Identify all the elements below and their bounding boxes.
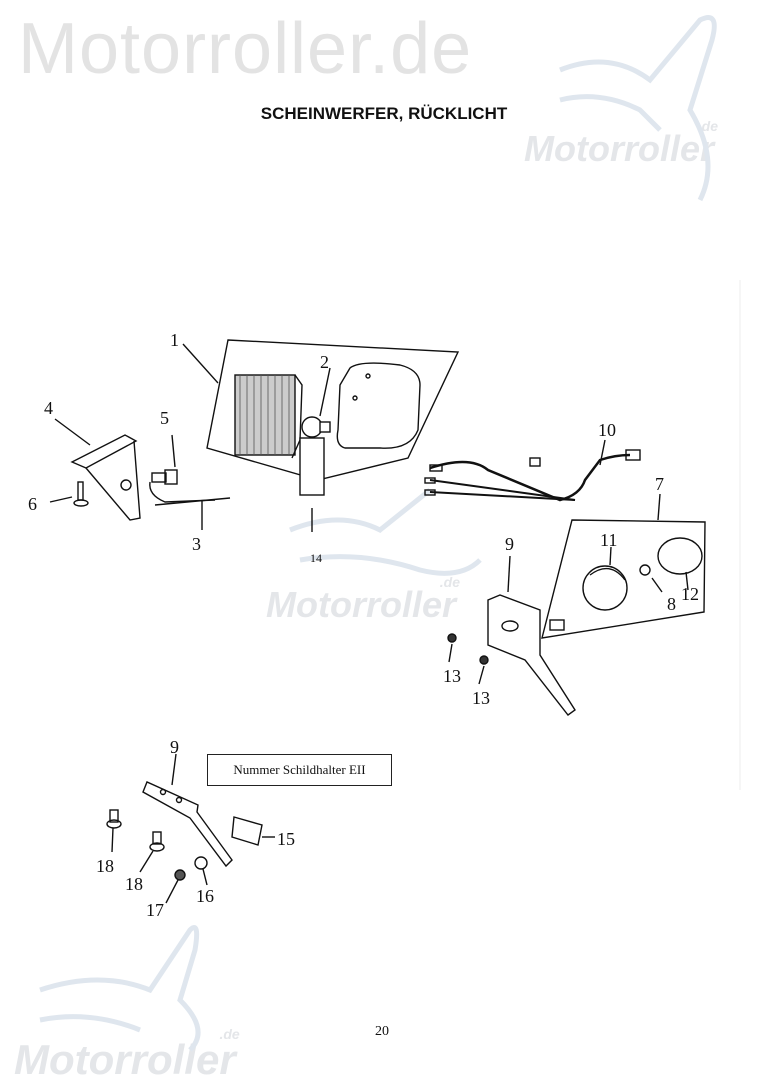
headlight-assembly-frame bbox=[206, 339, 460, 481]
part-label-4: 4 bbox=[44, 398, 53, 418]
watermark-logo-top-right: Motorroller.de bbox=[524, 118, 719, 169]
part-label-13b: 13 bbox=[472, 688, 490, 708]
part-label-2: 2 bbox=[320, 352, 329, 372]
part-label-17: 17 bbox=[146, 900, 164, 920]
part-label-8: 8 bbox=[667, 594, 676, 614]
plate-holder-note: Nummer Schildhalter EII bbox=[207, 754, 392, 786]
watermark-logo-middle: Motorroller.de bbox=[266, 574, 461, 625]
part-label-10: 10 bbox=[598, 420, 616, 440]
scooter-watermark-icon bbox=[39, 15, 717, 1052]
part-label-16: 16 bbox=[196, 886, 214, 906]
watermark-logo-bottom-left: Motorroller.de bbox=[14, 1026, 240, 1083]
part-label-3: 3 bbox=[192, 534, 201, 554]
watermark-top: Motorroller.de bbox=[18, 9, 473, 89]
part-label-9-lower: 9 bbox=[170, 737, 179, 757]
part-label-5: 5 bbox=[160, 408, 169, 428]
part-label-12: 12 bbox=[681, 584, 699, 604]
page-number: 20 bbox=[375, 1024, 389, 1039]
part-label-14: 14 bbox=[310, 551, 322, 565]
part-label-1: 1 bbox=[170, 330, 179, 350]
part-label-11: 11 bbox=[600, 530, 618, 550]
part-label-9: 9 bbox=[505, 534, 514, 554]
part-label-15: 15 bbox=[277, 829, 295, 849]
part-label-18a: 18 bbox=[96, 856, 114, 876]
part-label-7: 7 bbox=[655, 474, 664, 494]
part-label-13a: 13 bbox=[443, 666, 461, 686]
part-label-18b: 18 bbox=[125, 874, 143, 894]
part-label-6: 6 bbox=[28, 494, 37, 514]
page-title: SCHEINWERFER, RÜCKLICHT bbox=[260, 104, 508, 123]
plate-holder-note-text: Nummer Schildhalter EII bbox=[233, 762, 366, 777]
